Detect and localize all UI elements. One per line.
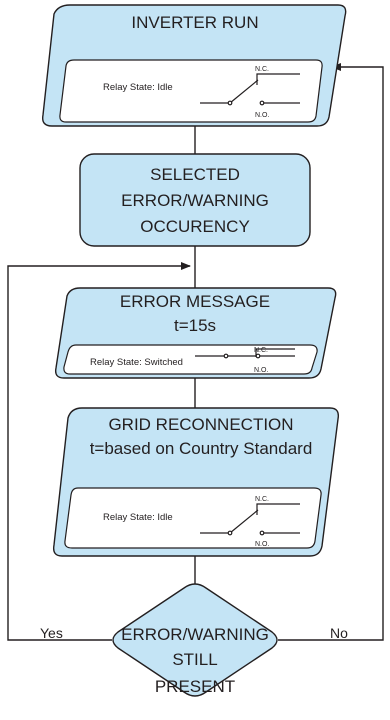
node-error-message-relay-state: Relay State: Switched (90, 357, 183, 368)
node-inverter-run-relay-state: Relay State: Idle (103, 82, 173, 93)
node-inverter-run-inner-panel (59, 59, 323, 123)
node-decision-shape (112, 583, 278, 697)
node-grid-reconnection-nc-label: N.C. (255, 496, 269, 503)
node-inverter-run-nc-label: N.C. (255, 66, 269, 73)
connectors (7, 63, 384, 641)
node-grid-reconnection-title: GRID RECONNECTION (108, 415, 293, 434)
node-decision-line2: STILL (172, 650, 217, 669)
edge-yes-loop (7, 262, 191, 641)
edge-yes-label: Yes (40, 625, 63, 641)
node-error-message-title: ERROR MESSAGE (120, 292, 270, 311)
node-selected-error: SELECTED ERROR/WARNING OCCURENCY (79, 153, 311, 247)
node-grid-reconnection-no-label: N.O. (255, 541, 269, 548)
node-error-message: ERROR MESSAGE t=15s Relay State: Switche… (54, 287, 337, 379)
node-error-message-nc-label: N.C. (254, 347, 268, 354)
node-inverter-run: INVERTER RUN Relay State: Idle N.C. N.O. (42, 4, 347, 127)
node-selected-error-line2: ERROR/WARNING (121, 191, 269, 210)
node-error-message-inner-panel (63, 344, 318, 375)
node-error-message-no-label: N.O. (254, 367, 268, 374)
relay-switch-icon (200, 73, 300, 106)
relay-switch-icon (195, 348, 295, 359)
node-inverter-run-no-label: N.O. (255, 112, 269, 119)
node-decision-line3: PRESENT (155, 677, 235, 696)
relay-switch-icon (200, 503, 300, 536)
edge-no-label: No (330, 625, 348, 641)
node-decision: ERROR/WARNING STILL PRESENT (112, 583, 278, 697)
node-inverter-run-title: INVERTER RUN (131, 13, 258, 32)
node-grid-reconnection-relay-state: Relay State: Idle (103, 512, 173, 523)
node-grid-reconnection-inner-panel (64, 487, 322, 549)
node-selected-error-line1: SELECTED (150, 165, 240, 184)
node-grid-reconnection-subtitle: t=based on Country Standard (90, 439, 313, 458)
node-selected-error-line3: OCCURENCY (140, 217, 250, 236)
node-selected-error-shape (79, 153, 311, 247)
node-grid-reconnection: GRID RECONNECTION t=based on Country Sta… (52, 407, 340, 557)
node-decision-line1: ERROR/WARNING (121, 625, 269, 644)
edge-no-loop (278, 63, 384, 641)
node-error-message-subtitle: t=15s (174, 316, 216, 335)
